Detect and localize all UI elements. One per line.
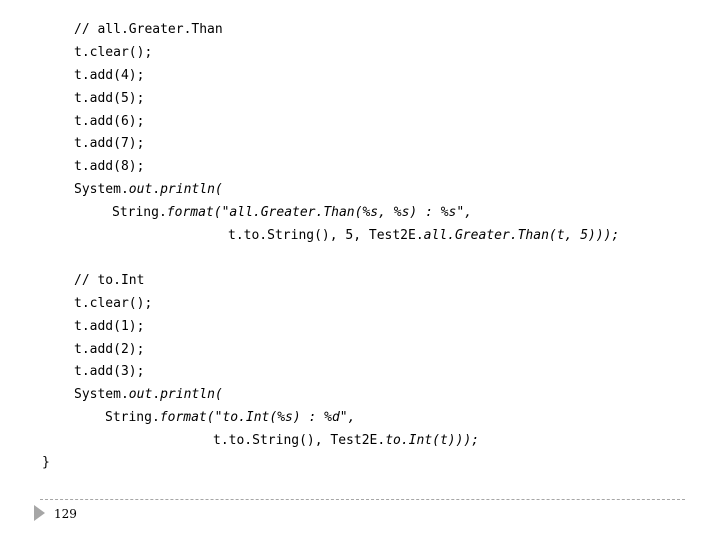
code-line: t.clear(); <box>74 296 152 312</box>
code-token: out <box>128 387 153 402</box>
code-token: to.Int(t))); <box>385 433 480 448</box>
code-token: t.add(7); <box>74 136 145 151</box>
code-token: t.add(3); <box>74 364 145 379</box>
code-token: out <box>128 182 153 197</box>
code-token: // all.Greater.Than <box>74 22 223 37</box>
code-line-println: System.out.println( <box>74 387 223 403</box>
code-token: t.add(2); <box>74 342 145 357</box>
code-token: t.add(5); <box>74 91 145 106</box>
code-line: t.add(8); <box>74 159 144 175</box>
code-token: // to.Int <box>74 273 145 288</box>
code-line: t.clear(); <box>74 45 152 61</box>
code-line: t.add(4); <box>74 68 144 84</box>
code-line: t.add(3); <box>74 364 144 380</box>
code-line-comment-to-int: // to.Int <box>74 273 144 289</box>
code-token: String. <box>112 205 167 220</box>
code-line: t.add(7); <box>74 136 144 152</box>
code-line: t.add(1); <box>74 319 144 335</box>
page-number: 129 <box>54 507 77 521</box>
code-line-println: System.out.println( <box>74 182 223 198</box>
code-token: t.add(4); <box>74 68 145 83</box>
code-line-format: String.format("to.Int(%s) : %d", <box>105 410 355 426</box>
code-token: println( <box>160 182 223 197</box>
code-token: t.clear(); <box>74 296 153 311</box>
code-token: t.to.String(), 5, Test2E. <box>228 228 424 243</box>
code-line: t.add(6); <box>74 114 144 130</box>
code-token: println( <box>160 387 223 402</box>
code-line-args: t.to.String(), Test2E.to.Int(t))); <box>213 433 479 449</box>
code-token: String. <box>105 410 160 425</box>
code-line-args: t.to.String(), 5, Test2E.all.Greater.Tha… <box>228 228 619 244</box>
code-line: t.add(2); <box>74 342 144 358</box>
code-line-closing-brace: } <box>42 455 50 471</box>
footer-divider <box>40 499 685 500</box>
code-token: . <box>152 182 161 197</box>
triangle-bullet-icon <box>34 505 45 521</box>
code-token: format("to.Int(%s) : %d", <box>159 410 356 425</box>
code-token: } <box>42 455 50 470</box>
code-token: System. <box>74 387 129 402</box>
code-token: t.add(8); <box>74 159 145 174</box>
code-token: . <box>152 387 161 402</box>
code-line-format: String.format("all.Greater.Than(%s, %s) … <box>112 205 472 221</box>
code-token: format("all.Greater.Than(%s, %s) : %s", <box>166 205 473 220</box>
code-token: t.add(1); <box>74 319 145 334</box>
code-line: t.add(5); <box>74 91 144 107</box>
code-token: all.Greater.Than(t, 5))); <box>423 228 620 243</box>
code-token: System. <box>74 182 129 197</box>
code-token: t.to.String(), Test2E. <box>213 433 386 448</box>
code-token: t.add(6); <box>74 114 145 129</box>
code-token: t.clear(); <box>74 45 153 60</box>
code-line-comment-all-greater-than: // all.Greater.Than <box>74 22 223 38</box>
